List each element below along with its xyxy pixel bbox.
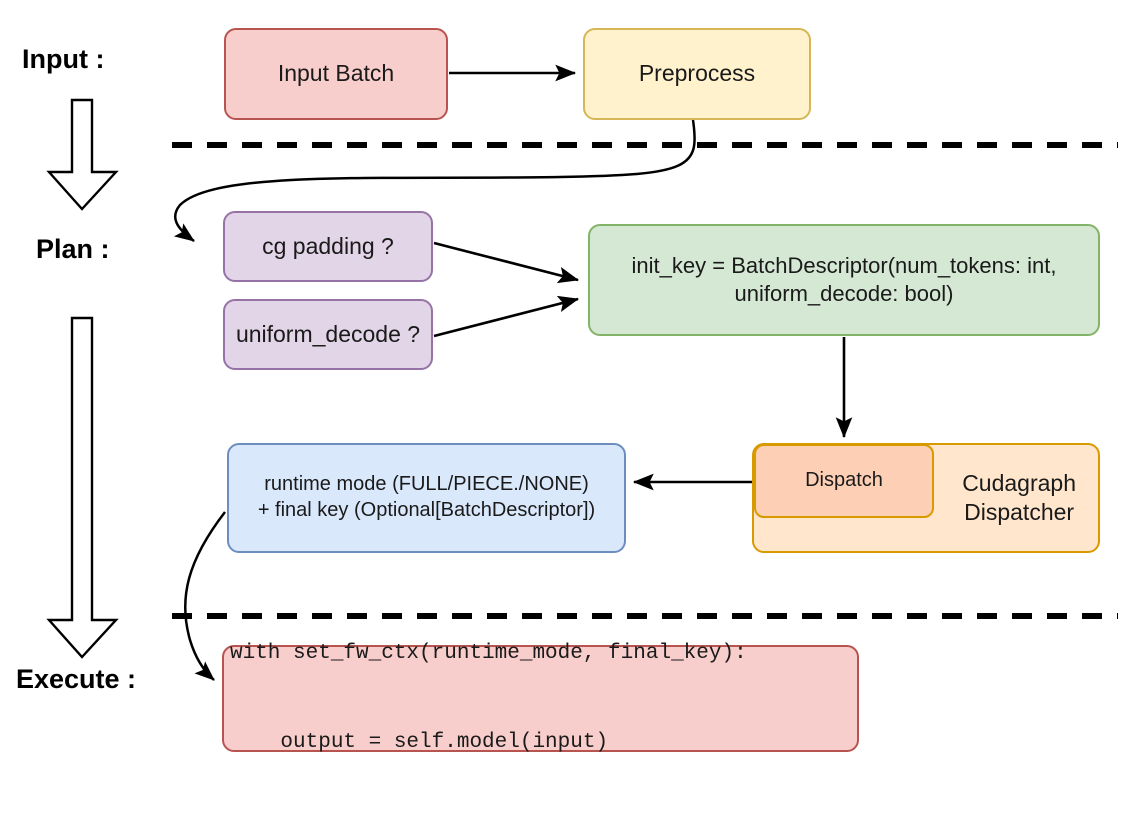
node-cudagraph-dispatcher-text: Cudagraph Dispatcher	[962, 469, 1076, 528]
diagram-canvas: Input : Plan : Execute : Input Batch Pre…	[16, 28, 1118, 754]
node-runtime-mode-line1: runtime mode (FULL/PIECE./NONE)	[264, 473, 589, 496]
node-input-batch-label: Input Batch	[277, 60, 395, 87]
node-init-key-line1: init_key = BatchDescriptor(num_tokens: i…	[631, 252, 1057, 278]
stage-label-execute: Execute :	[16, 664, 137, 694]
node-cg-padding-label: cg padding ?	[262, 232, 394, 259]
node-preprocess[interactable]: Preprocess	[583, 28, 811, 120]
node-uniform-decode[interactable]: uniform_decode ?	[223, 299, 433, 370]
node-init-key[interactable]: init_key = BatchDescriptor(num_tokens: i…	[588, 224, 1100, 336]
input-to-plan-arrow	[46, 98, 119, 211]
node-exec-code-text: with set_fw_ctx(runtime_mode, final_key)…	[230, 579, 747, 818]
node-exec-code[interactable]: with set_fw_ctx(runtime_mode, final_key)…	[222, 642, 859, 754]
node-exec-code-line1: with set_fw_ctx(runtime_mode, final_key)…	[230, 641, 747, 665]
node-preprocess-label: Preprocess	[638, 60, 756, 87]
node-cudagraph-dispatcher-line1: Cudagraph	[962, 469, 1076, 496]
edge-runtime-mode-to-exec-code	[183, 511, 226, 681]
node-dispatch-label: Dispatch	[805, 469, 883, 492]
node-cg-padding[interactable]: cg padding ?	[223, 211, 433, 282]
stage-label-plan: Plan :	[36, 234, 110, 264]
edge-uniform-decode-to-init-key	[433, 295, 580, 338]
node-runtime-mode-line2: + final key (Optional[BatchDescriptor])	[257, 499, 596, 521]
plan-to-execute-arrow	[46, 316, 119, 659]
node-dispatch[interactable]: Dispatch	[754, 444, 934, 518]
edge-cg-padding-to-init-key	[433, 241, 580, 284]
node-runtime-mode[interactable]: runtime mode (FULL/PIECE./NONE) + final …	[227, 443, 626, 553]
node-uniform-decode-label: uniform_decode ?	[235, 320, 421, 347]
node-init-key-text: init_key = BatchDescriptor(num_tokens: i…	[632, 252, 1057, 308]
node-cudagraph-dispatcher-line2: Dispatcher	[964, 499, 1075, 525]
node-input-batch[interactable]: Input Batch	[224, 28, 448, 120]
node-exec-code-line2: output = self.model(input)	[230, 731, 609, 755]
stage-label-input: Input :	[22, 44, 105, 74]
node-runtime-mode-text: runtime mode (FULL/PIECE./NONE) + final …	[258, 472, 595, 523]
node-init-key-line2: uniform_decode: bool)	[734, 281, 954, 306]
